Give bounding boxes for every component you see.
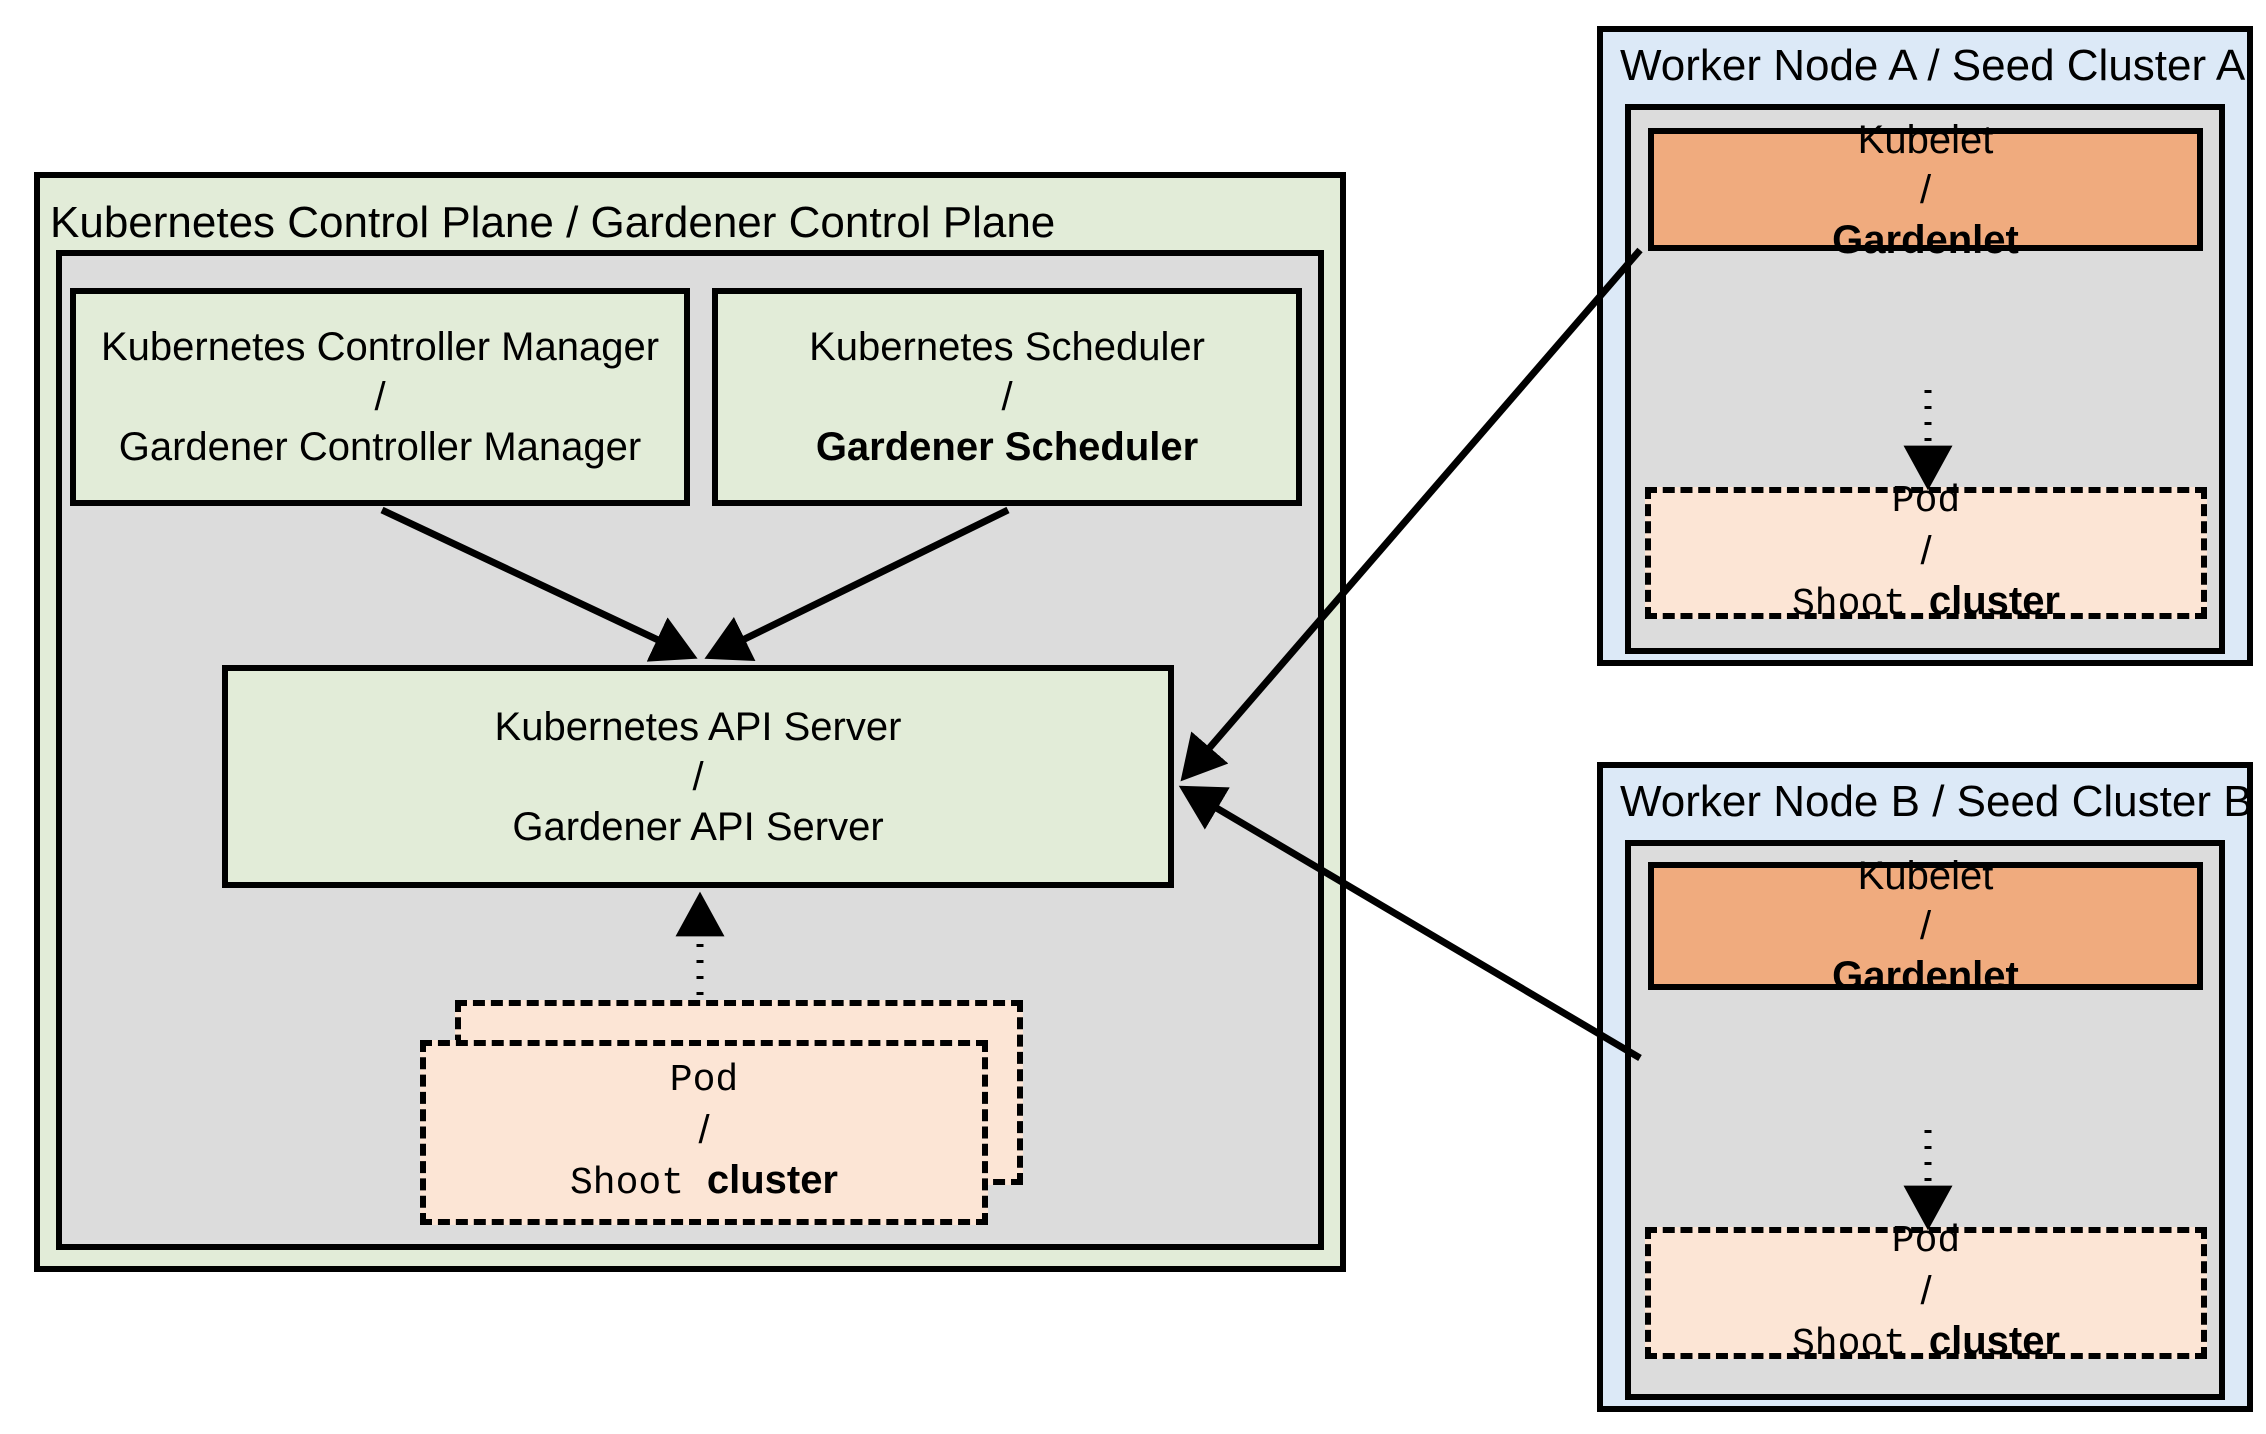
kubernetes-api-server-box[interactable]: Kubernetes API Server / Gardener API Ser… bbox=[222, 665, 1174, 888]
kubelet-a-line-2: Gardenlet bbox=[1832, 217, 2019, 262]
kubelet-b-line-1: Kubelet bbox=[1857, 854, 1994, 898]
kcm-line-1: Kubernetes Controller Manager bbox=[100, 325, 660, 369]
pod-a-line-1: Pod bbox=[1891, 479, 1961, 523]
worker-node-b-title: Worker Node B / Seed Cluster B bbox=[1620, 777, 2253, 826]
pod-b-separator: / bbox=[1920, 1268, 1932, 1313]
scheduler-line-1: Kubernetes Scheduler bbox=[809, 325, 1205, 369]
kcm-line-2: Gardener Controller Manager bbox=[118, 425, 642, 469]
pod-a-line-2: Shoot cluster bbox=[1792, 576, 2060, 629]
scheduler-line-2: Gardener Scheduler bbox=[815, 425, 1199, 469]
pod-a-separator: / bbox=[1920, 528, 1932, 573]
kcm-separator: / bbox=[374, 375, 386, 419]
cp-pod-shoot-text: Shoot bbox=[570, 1162, 707, 1205]
control-plane-title: Kubernetes Control Plane / Gardener Cont… bbox=[50, 198, 1056, 247]
cp-pod-line-1: Pod bbox=[669, 1059, 739, 1102]
kubelet-gardenlet-b-box[interactable]: Kubelet / Gardenlet bbox=[1648, 854, 2203, 998]
pod-b-cluster-text: cluster bbox=[1928, 1318, 2060, 1363]
scheduler-separator: / bbox=[1001, 375, 1013, 419]
kubelet-a-line-1: Kubelet bbox=[1857, 117, 1994, 162]
cp-pod-line-2: Shoot cluster bbox=[570, 1155, 838, 1208]
pod-a-shoot-text: Shoot bbox=[1792, 582, 1929, 626]
pod-b-shoot-text: Shoot bbox=[1792, 1322, 1929, 1366]
kubelet-gardenlet-a-box[interactable]: Kubelet / Gardenlet bbox=[1648, 118, 2203, 262]
api-server-line-2: Gardener API Server bbox=[512, 804, 884, 849]
pod-a-cluster-text: cluster bbox=[1928, 578, 2060, 623]
kubelet-b-separator: / bbox=[1919, 904, 1932, 948]
cp-pod-cluster-text: cluster bbox=[706, 1158, 838, 1202]
api-server-line-1: Kubernetes API Server bbox=[494, 704, 902, 749]
kubelet-a-separator: / bbox=[1919, 167, 1932, 212]
control-plane-pod-box[interactable]: Pod / Shoot cluster bbox=[420, 1040, 988, 1225]
kubelet-b-line-2: Gardenlet bbox=[1832, 954, 2019, 998]
worker-node-a-pod-box[interactable]: Pod / Shoot cluster bbox=[1645, 480, 2207, 626]
kubernetes-controller-manager-box[interactable]: Kubernetes Controller Manager / Gardener… bbox=[70, 288, 690, 506]
kubernetes-scheduler-box[interactable]: Kubernetes Scheduler / Gardener Schedule… bbox=[712, 288, 1302, 506]
worker-node-b-pod-box[interactable]: Pod / Shoot cluster bbox=[1645, 1220, 2207, 1366]
worker-node-a-title: Worker Node A / Seed Cluster A bbox=[1620, 41, 2246, 90]
pod-b-line-1: Pod bbox=[1891, 1219, 1961, 1263]
api-server-separator: / bbox=[692, 754, 704, 799]
pod-b-line-2: Shoot cluster bbox=[1792, 1316, 2060, 1369]
cp-pod-separator: / bbox=[698, 1108, 710, 1152]
